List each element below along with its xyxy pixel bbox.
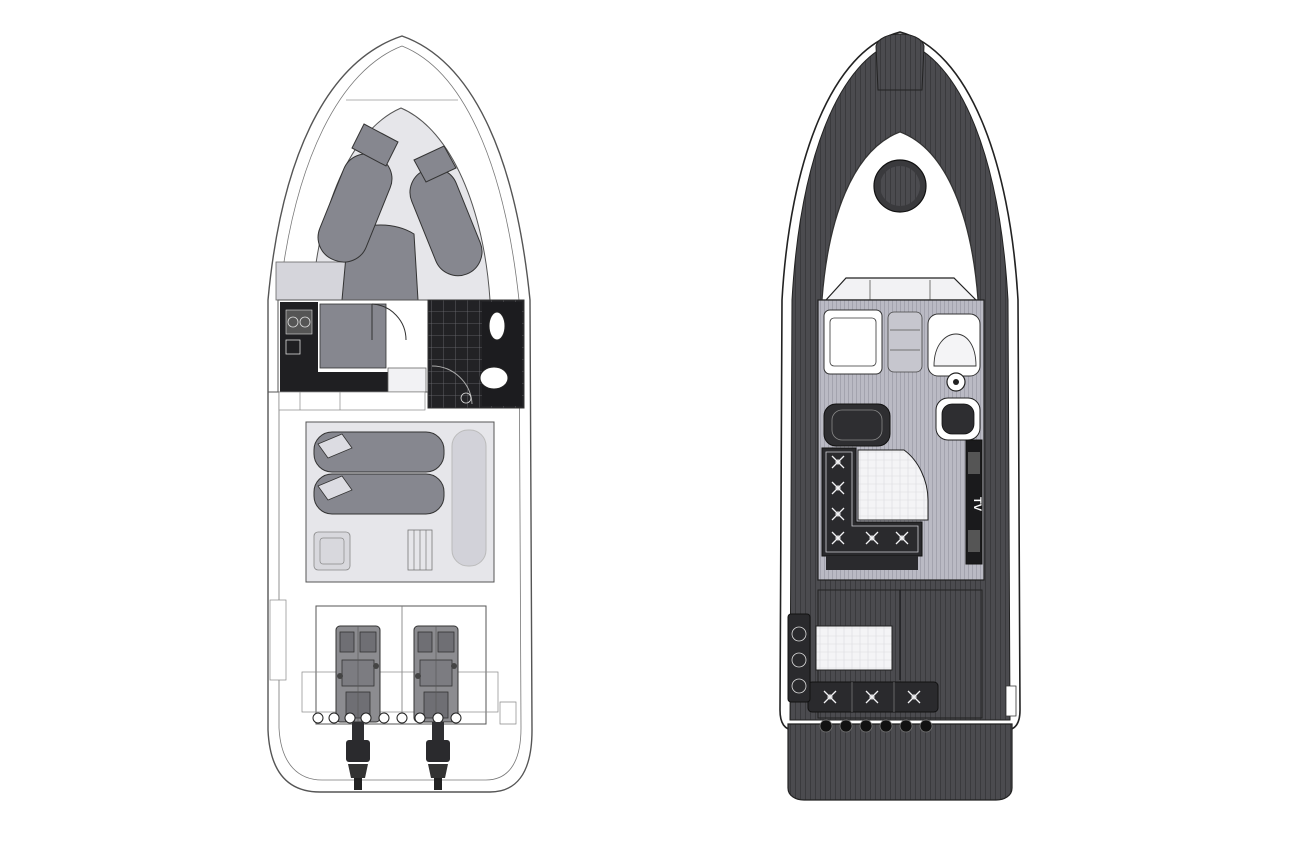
tv-label: TV [971,497,983,512]
main-deck-plan: TV [779,31,1021,801]
pillow-port [351,123,399,167]
mid-pillow-2 [317,475,353,501]
pillow-starboard [413,145,457,183]
cooktop [285,309,313,335]
companionway-steps [887,311,923,373]
windscreen [824,277,978,301]
companion-seat[interactable] [823,403,891,447]
lower-deck-plan [267,35,533,793]
engine-port [335,625,381,723]
aft-sunpad-cushion [815,625,893,671]
swim-platform [787,723,1013,801]
toilet [479,366,509,390]
forward-cabin-step [275,261,347,301]
transom-cleats [819,719,933,733]
dinette-table [857,449,929,521]
lower-hull-inner-line [278,45,522,781]
transom-fittings [312,712,462,724]
cabin-door-swing [371,303,407,341]
dash-panel-port [823,309,883,375]
engine-starboard [413,625,459,723]
dinette-seating [821,447,923,557]
wash-basin [488,311,506,341]
mid-cabin-wardrobe [313,531,351,571]
mid-settee [451,429,487,567]
galley-sink [285,339,301,355]
bow-pulpit [875,33,925,91]
side-locker [787,613,811,703]
companionway-floor [319,303,387,369]
shower-drain [460,392,472,404]
mid-pillow-1 [317,433,353,459]
